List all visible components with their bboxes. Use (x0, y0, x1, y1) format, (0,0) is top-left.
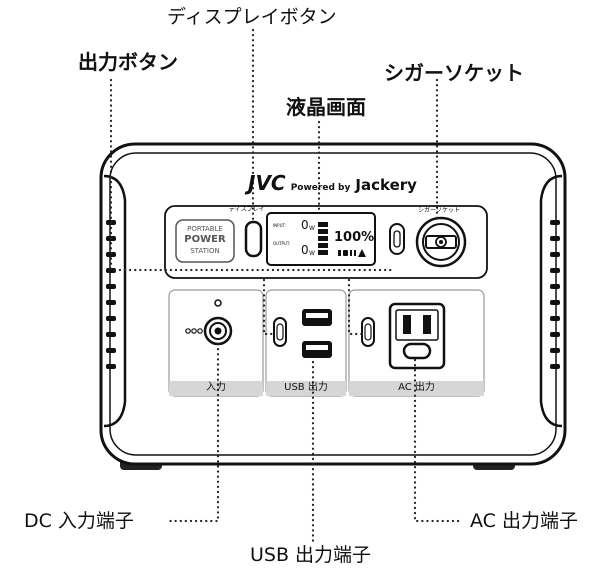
callout-output-button: 出力ボタン (78, 50, 178, 74)
brand-powered-by: Powered by (290, 183, 351, 193)
dc-led (214, 299, 222, 307)
display-button-label: ディスプレイ (229, 206, 265, 213)
lcd-battery-bars (318, 222, 328, 255)
callout-display-button: ディスプレイボタン (167, 6, 337, 28)
cigar-socket-switch[interactable] (389, 223, 405, 255)
portable-power-station-badge (175, 219, 235, 263)
left-handle (103, 174, 127, 428)
ac-switch[interactable] (361, 317, 375, 347)
lcd-output-label: OUTPUT: (273, 241, 291, 246)
input-panel-label: 入力 (206, 382, 226, 393)
right-vents (550, 220, 560, 369)
cigar-socket-label: シガーソケット (418, 207, 461, 214)
callout-usb-output: USB 出力端子 (250, 544, 372, 566)
brand-jackery: Jackery (355, 176, 417, 194)
badge-line-3: STATION (190, 247, 220, 255)
input-panel-footer (169, 381, 263, 396)
left-vents (106, 220, 116, 369)
usb-panel-footer (266, 381, 346, 396)
usb-switch[interactable] (273, 317, 287, 347)
badge-line-1: PORTABLE (187, 225, 223, 233)
brand-jvc: JVC (248, 171, 286, 195)
badge-line-2: POWER (184, 234, 226, 245)
lcd-output-value: 0 (301, 243, 309, 257)
lcd-input-unit: W (309, 225, 315, 232)
right-handle (539, 174, 563, 428)
ac-panel-label: AC 出力 (398, 382, 435, 393)
callout-cigar-socket: シガーソケット (384, 61, 524, 85)
ac-panel-footer (349, 381, 484, 396)
lcd-status-icons (338, 249, 366, 257)
leader-lines (109, 28, 463, 546)
lcd-battery-percent: 100% (334, 230, 375, 245)
dc-polarity-icon (185, 328, 203, 334)
lcd-input-label: INPUT: (273, 223, 286, 228)
callout-lcd-screen: 液晶画面 (286, 95, 366, 119)
lcd-input-value: 0 (301, 218, 309, 232)
usb-panel-label: USB 出力 (284, 382, 328, 393)
callout-dc-input: DC 入力端子 (24, 510, 134, 532)
brand-logo: JVC Powered by Jackery (248, 173, 417, 193)
callout-ac-output: AC 出力端子 (470, 510, 578, 532)
lcd-output-unit: W (309, 250, 315, 257)
display-button[interactable] (244, 220, 263, 258)
